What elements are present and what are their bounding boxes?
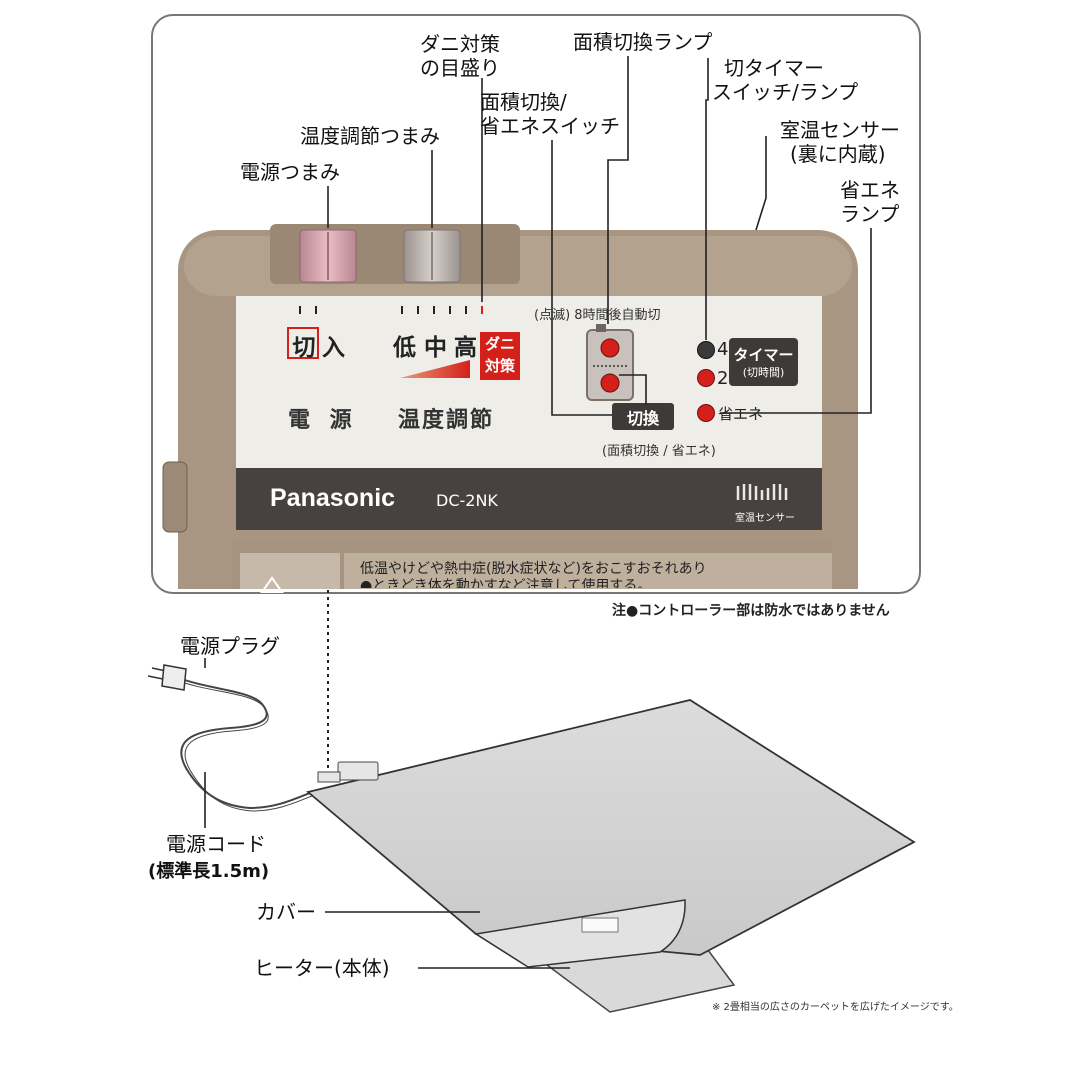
temperature-section-label: 温度調節 xyxy=(398,408,495,433)
temp-mid-label: 中 xyxy=(424,335,447,361)
power-cord xyxy=(175,676,319,810)
callout-temp-knob: 温度調節つまみ xyxy=(300,124,440,148)
cover-tag xyxy=(581,917,619,933)
off-label: 切 xyxy=(292,335,316,361)
callout-heater: ヒーター(本体) xyxy=(254,956,390,980)
brand-logo: Panasonic xyxy=(270,484,396,512)
eco-lamp xyxy=(697,404,715,422)
control-face xyxy=(236,296,822,468)
callout-area-switch-line2: 省エネスイッチ xyxy=(480,114,620,138)
power-plug xyxy=(147,664,187,691)
timer-button-line1[interactable]: タイマー xyxy=(733,346,794,364)
power-scale-ticks xyxy=(299,306,317,314)
off-indicator-box xyxy=(287,327,319,359)
callout-eco-lamp-line1: 省エネ xyxy=(840,178,900,202)
callout-area-switch-line1: 面積切換/ xyxy=(480,90,567,114)
callout-power-cord-line2: (標準長1.5m) xyxy=(148,861,270,882)
model-number: DC-2NK xyxy=(436,491,498,510)
room-sensor-label: 室温センサー xyxy=(735,513,795,524)
timer-button xyxy=(729,338,798,386)
upper-leader-lines xyxy=(327,56,872,416)
callout-power-cord-line1: 電源コード xyxy=(166,832,266,856)
warning-line1: 低温やけどや熱中症(脱水症状など)をおこすおそれあり xyxy=(360,561,707,577)
cover-folded-corner xyxy=(473,899,686,968)
mite-badge-line1: ダニ xyxy=(484,335,515,353)
controller-frame xyxy=(151,14,921,594)
callout-eco-lamp-line2: ランプ xyxy=(840,202,900,226)
warning-line2: ●ときどき体を動かすなど注意して使用する。 xyxy=(360,578,652,588)
callout-timer-switch-line2: スイッチ/ランプ xyxy=(712,80,859,104)
callout-timer-switch-line1: 切タイマー xyxy=(724,56,824,80)
mite-badge-line2: 対策 xyxy=(484,357,515,375)
switch-caption: (面積切換 / 省エネ) xyxy=(602,444,716,459)
timer-lamp-4-label: 4 xyxy=(717,339,729,360)
temp-high-label: 高 xyxy=(454,335,477,361)
timer-caption: (点滅) 8時間後自動切 xyxy=(534,308,661,323)
timer-lamp-2-label: 2 xyxy=(717,368,729,389)
callout-area-lamp: 面積切換ランプ xyxy=(573,30,713,54)
area-lamp-lower xyxy=(600,373,620,393)
temp-low-label: 低 xyxy=(393,335,416,361)
callout-power-plug: 電源プラグ xyxy=(180,634,280,658)
temperature-wedge xyxy=(400,360,470,378)
carpet-cover xyxy=(306,699,916,956)
mat-connector xyxy=(337,761,379,781)
warning-icon xyxy=(260,576,284,593)
on-label: 入 xyxy=(322,335,345,361)
eco-lamp-label: 省エネ xyxy=(718,405,764,423)
area-lamp-upper xyxy=(600,338,620,358)
switch-button xyxy=(612,403,674,430)
timer-lamp-4 xyxy=(697,341,715,359)
timer-lamp-2 xyxy=(697,369,715,387)
image-note: ※ 2畳相当の広さのカーペットを広げたイメージです。 xyxy=(712,1002,959,1013)
callout-room-sensor-line1: 室温センサー xyxy=(780,118,900,142)
callout-room-sensor-line2: (裏に内蔵) xyxy=(790,142,886,166)
side-button xyxy=(162,461,188,533)
callout-cover: カバー xyxy=(256,900,316,924)
temperature-scale-ticks xyxy=(401,306,483,314)
mite-badge xyxy=(480,332,520,380)
power-section-label: 電 源 xyxy=(288,408,358,433)
brand-strip xyxy=(236,468,822,530)
callout-power-knob: 電源つまみ xyxy=(240,160,340,184)
area-lamp-box xyxy=(586,329,634,401)
waterproof-note: 注●コントローラー部は防水ではありません xyxy=(612,603,890,619)
lower-leader-lines xyxy=(204,658,570,969)
room-sensor-icon xyxy=(736,484,788,500)
timer-button-line2[interactable]: (切時間) xyxy=(742,366,785,379)
switch-button-label[interactable]: 切換 xyxy=(626,409,659,428)
callout-mite-scale-line1: ダニ対策 xyxy=(420,32,500,56)
callout-mite-scale-line2: の目盛り xyxy=(420,56,500,80)
